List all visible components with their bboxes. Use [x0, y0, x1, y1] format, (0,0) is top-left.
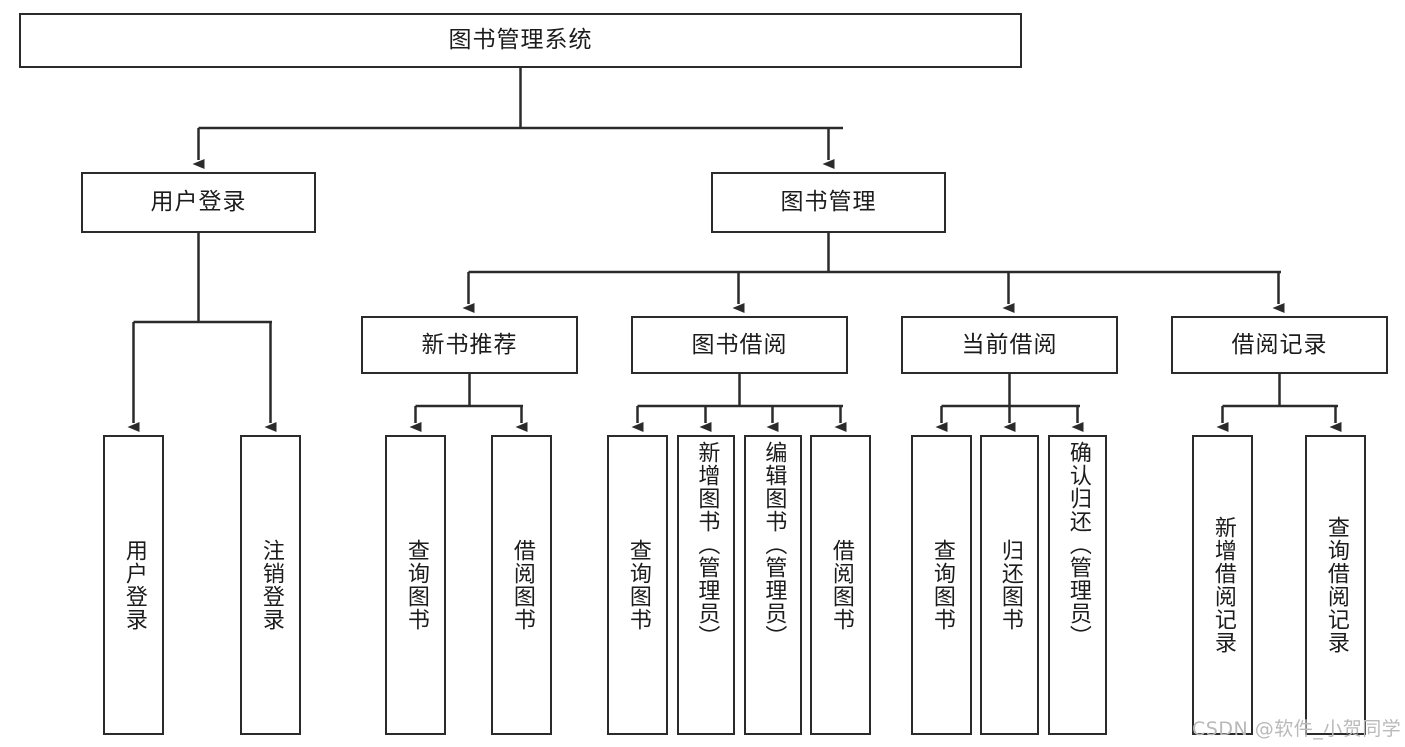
- node-book-borrow[interactable]: 图书借阅: [631, 316, 848, 374]
- node-current-borrow[interactable]: 当前借阅: [901, 316, 1118, 374]
- leaf-label: 借阅图书: [509, 539, 535, 631]
- leaf-current-return-book[interactable]: 归还图书: [980, 435, 1039, 735]
- node-borrow-record[interactable]: 借阅记录: [1171, 316, 1388, 374]
- leaf-label: 新增图书（管理员）: [694, 441, 720, 648]
- leaf-label: 借阅图书: [828, 539, 854, 631]
- leaf-label: 查询借阅记录: [1323, 516, 1349, 654]
- leaf-label: 查询图书: [929, 539, 955, 631]
- node-user-login[interactable]: 用户登录: [81, 172, 316, 233]
- leaf-current-query-book[interactable]: 查询图书: [911, 435, 972, 735]
- node-label: 用户登录: [150, 189, 247, 215]
- leaf-borrow-edit-book-admin[interactable]: 编辑图书（管理员）: [744, 435, 802, 735]
- leaf-record-add-record[interactable]: 新增借阅记录: [1192, 435, 1253, 735]
- node-label: 图书管理系统: [448, 27, 593, 53]
- watermark-text: CSDN @软件_小贺同学: [1192, 718, 1402, 740]
- node-label: 图书借阅: [691, 331, 788, 358]
- leaf-label: 注销登录: [258, 539, 284, 631]
- leaf-record-query-record[interactable]: 查询借阅记录: [1305, 435, 1366, 735]
- leaf-user-login-login[interactable]: 用户登录: [103, 435, 164, 735]
- node-label: 图书管理: [780, 189, 877, 215]
- leaf-label: 查询图书: [625, 539, 651, 631]
- leaf-label: 用户登录: [121, 539, 147, 631]
- leaf-borrow-borrow-book[interactable]: 借阅图书: [810, 435, 871, 735]
- csdn-watermark: CSDN @软件_小贺同学: [1192, 714, 1401, 741]
- node-label: 借阅记录: [1231, 331, 1328, 358]
- leaf-label: 新增借阅记录: [1210, 516, 1236, 654]
- leaf-label: 编辑图书（管理员）: [761, 441, 787, 648]
- leaf-borrow-add-book-admin[interactable]: 新增图书（管理员）: [677, 435, 735, 735]
- leaf-new-book-query[interactable]: 查询图书: [385, 435, 446, 735]
- leaf-new-book-borrow[interactable]: 借阅图书: [491, 435, 552, 735]
- leaf-label: 查询图书: [403, 539, 429, 631]
- leaf-label: 确认归还（管理员）: [1065, 441, 1091, 648]
- leaf-borrow-query-book[interactable]: 查询图书: [607, 435, 668, 735]
- leaf-user-login-logout[interactable]: 注销登录: [240, 435, 301, 735]
- node-label: 新书推荐: [421, 331, 518, 358]
- node-label: 当前借阅: [961, 331, 1058, 358]
- node-book-management-system[interactable]: 图书管理系统: [19, 13, 1022, 68]
- leaf-label: 归还图书: [997, 539, 1023, 631]
- node-new-book-recommend[interactable]: 新书推荐: [361, 316, 578, 374]
- node-book-management[interactable]: 图书管理: [711, 172, 946, 233]
- leaf-current-confirm-return-admin[interactable]: 确认归还（管理员）: [1048, 435, 1107, 735]
